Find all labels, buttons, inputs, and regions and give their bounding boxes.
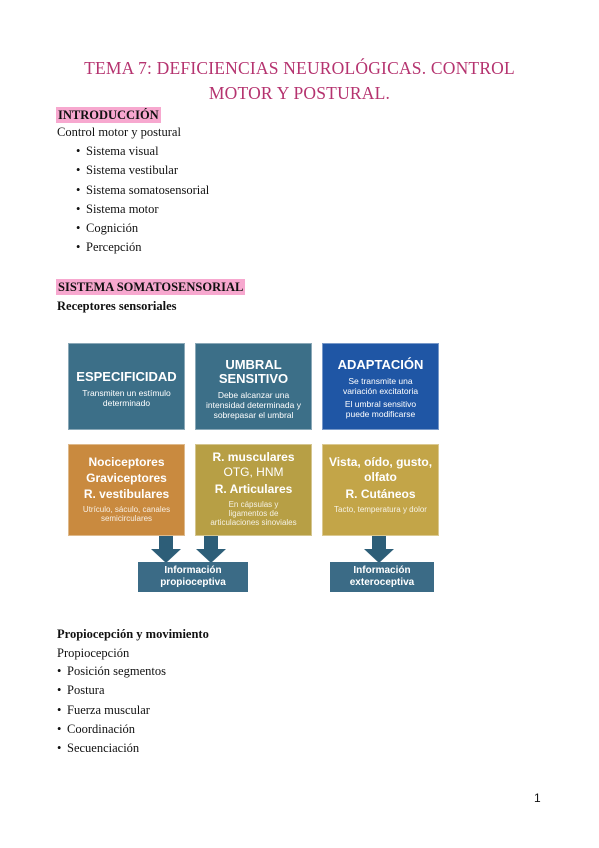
box-text: Transmiten un estímulo determinado	[82, 388, 171, 408]
box-line: Nociceptores	[88, 455, 165, 469]
list-item: Postura	[57, 681, 166, 700]
box-title: ESPECIFICIDAD	[76, 369, 177, 384]
box-text: Tacto, temperatura y dolor	[334, 505, 427, 514]
intro-heading: INTRODUCCIÓN	[56, 107, 161, 123]
box-nociceptores: Nociceptores Graviceptores R. vestibular…	[68, 444, 185, 536]
title-line-1: TEMA 7: DEFICIENCIAS NEUROLÓGICAS. CONTR…	[84, 58, 515, 78]
box-adaptacion: ADAPTACIÓN Se transmite una variación ex…	[322, 343, 439, 430]
box-line: OTG, HNM	[223, 465, 284, 479]
box-line: R. Cutáneos	[345, 487, 416, 501]
list-item: Posición segmentos	[57, 662, 166, 681]
arrow-down-icon	[151, 536, 181, 563]
list-item: Cognición	[76, 219, 209, 238]
box-line: Graviceptores	[86, 471, 167, 485]
box-text: Utrículo, sáculo, canales semicirculares	[82, 505, 171, 523]
info-propioceptiva: Información propioceptiva	[138, 562, 248, 592]
box-line: R. vestibulares	[83, 487, 170, 501]
box-text: En cápsulas y ligamentos de articulacion…	[210, 500, 297, 527]
list-item: Sistema vestibular	[76, 161, 209, 180]
intro-list: Sistema visual Sistema vestibular Sistem…	[76, 142, 209, 258]
list-item: Sistema visual	[76, 142, 209, 161]
box-text: Se transmite una variación excitatoria	[342, 376, 419, 396]
box-title: UMBRAL SENSITIVO	[218, 357, 289, 386]
box-umbral: UMBRAL SENSITIVO Debe alcanzar una inten…	[195, 343, 312, 430]
list-item: Sistema somatosensorial	[76, 181, 209, 200]
list-item: Secuenciación	[57, 739, 166, 758]
list-item: Coordinación	[57, 720, 166, 739]
box-text: Debe alcanzar una intensidad determinada…	[206, 390, 301, 420]
page-title: TEMA 7: DEFICIENCIAS NEUROLÓGICAS. CONTR…	[40, 56, 559, 106]
box-text-2: El umbral sensitivo puede modificarse	[344, 399, 417, 419]
intro-heading-wrap: INTRODUCCIÓN	[56, 106, 161, 124]
arrow-down-icon	[196, 536, 226, 563]
intro-subtitle: Control motor y postural	[57, 125, 181, 139]
list-item: Percepción	[76, 238, 209, 257]
box-cutaneos: Vista, oído, gusto, olfato R. Cutáneos T…	[322, 444, 439, 536]
box-especificidad: ESPECIFICIDAD Transmiten un estímulo det…	[68, 343, 185, 430]
list-item: Fuerza muscular	[57, 701, 166, 720]
title-line-2: MOTOR Y POSTURAL.	[208, 83, 391, 103]
box-line: R. musculares	[212, 450, 295, 464]
arrow-down-icon	[364, 536, 394, 563]
page-number: 1	[534, 791, 541, 805]
box-line: R. Articulares	[214, 482, 293, 496]
box-line: Vista, oído, gusto, olfato	[328, 455, 433, 484]
proprio-list: Posición segmentos Postura Fuerza muscul…	[57, 662, 166, 758]
box-title: ADAPTACIÓN	[337, 357, 424, 372]
list-item: Sistema motor	[76, 200, 209, 219]
somato-heading-wrap: SISTEMA SOMATOSENSORIAL	[56, 278, 246, 296]
somato-subheading: Receptores sensoriales	[57, 299, 177, 313]
somato-heading: SISTEMA SOMATOSENSORIAL	[56, 279, 246, 295]
info-exteroceptiva: Información exteroceptiva	[330, 562, 434, 592]
proprio-subtitle: Propiocepción	[57, 646, 130, 660]
box-musculares: R. musculares OTG, HNM R. Articulares En…	[195, 444, 312, 536]
receptors-diagram: ESPECIFICIDAD Transmiten un estímulo det…	[58, 331, 439, 599]
proprio-heading: Propiocepción y movimiento	[57, 627, 209, 641]
